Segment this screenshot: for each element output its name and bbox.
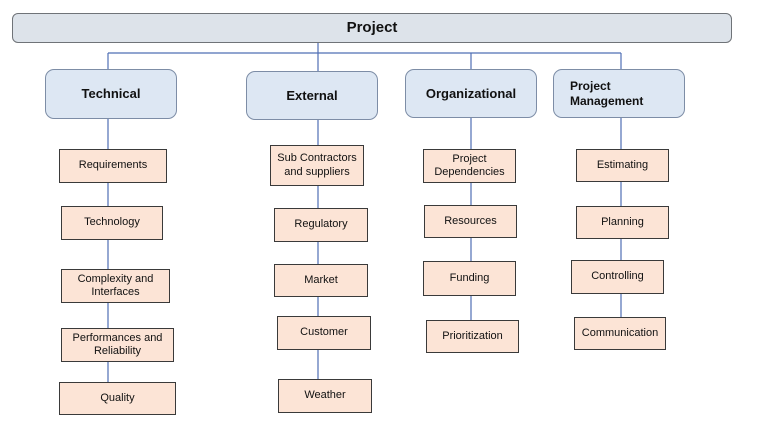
item-communication: Communication — [574, 317, 666, 350]
category-external: External — [246, 71, 378, 120]
item-complexity-and-interfaces: Complexity and Interfaces — [61, 269, 170, 303]
category-project-management: Project Management — [553, 69, 685, 118]
item-market: Market — [274, 264, 368, 297]
item-requirements: Requirements — [59, 149, 167, 183]
item-prioritization: Prioritization — [426, 320, 519, 353]
item-planning: Planning — [576, 206, 669, 239]
item-weather: Weather — [278, 379, 372, 413]
item-sub-contractors-and-suppliers: Sub Contractors and suppliers — [270, 145, 364, 186]
item-technology: Technology — [61, 206, 163, 240]
item-estimating: Estimating — [576, 149, 669, 182]
item-performances-and-reliability: Performances and Reliability — [61, 328, 174, 362]
item-project-dependencies: Project Dependencies — [423, 149, 516, 183]
item-funding: Funding — [423, 261, 516, 296]
item-resources: Resources — [424, 205, 517, 238]
item-controlling: Controlling — [571, 260, 664, 294]
root-project-box: Project — [12, 13, 732, 43]
item-customer: Customer — [277, 316, 371, 350]
category-technical: Technical — [45, 69, 177, 119]
item-regulatory: Regulatory — [274, 208, 368, 242]
item-quality: Quality — [59, 382, 176, 415]
category-organizational: Organizational — [405, 69, 537, 118]
